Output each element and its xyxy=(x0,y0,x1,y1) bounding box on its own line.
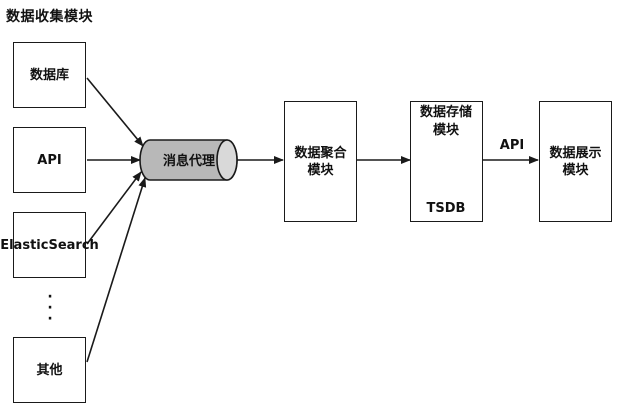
source-other-label: 其他 xyxy=(36,362,63,378)
storage-label-line2: 模块 xyxy=(432,123,459,138)
ellipsis-dot: · xyxy=(47,289,53,305)
ellipsis-dot: · xyxy=(47,311,53,327)
message-queue-label: 消息代理 xyxy=(162,154,215,169)
ellipsis-dots: · · · xyxy=(47,289,53,327)
arrow-other-to-queue xyxy=(86,177,147,363)
message-queue-cylinder xyxy=(139,139,238,181)
tsdb-label: TSDB xyxy=(426,201,466,216)
source-api-label: API xyxy=(37,152,62,168)
source-other-box: 其他 xyxy=(13,337,86,403)
aggregation-label-line2: 模块 xyxy=(307,162,334,178)
ellipsis-dot: · xyxy=(47,300,53,316)
display-module-box: 数据展示 模块 xyxy=(539,101,612,222)
aggregation-label-line1: 数据聚合 xyxy=(294,145,347,161)
api-edge-label: API xyxy=(499,138,525,153)
source-elastic-label-line2: Search xyxy=(48,237,99,253)
arrow-database-to-queue xyxy=(86,77,144,147)
arrow-elastic-to-queue xyxy=(86,171,142,245)
aggregation-module-box: 数据聚合 模块 xyxy=(284,101,357,222)
source-api-box: API xyxy=(13,127,86,193)
diagram-title: 数据收集模块 xyxy=(6,9,93,25)
storage-module-box xyxy=(410,101,483,222)
source-elastic-label-line1: Elastic xyxy=(0,237,49,253)
storage-module-title: 数据存储 模块 xyxy=(410,104,482,140)
display-label-line2: 模块 xyxy=(562,162,589,178)
display-label-line1: 数据展示 xyxy=(549,145,602,161)
storage-label-line1: 数据存储 xyxy=(419,105,472,120)
source-elastic-search-box: Elastic Search xyxy=(0,212,99,278)
source-database-box: 数据库 xyxy=(13,42,86,108)
source-database-label: 数据库 xyxy=(29,67,69,83)
